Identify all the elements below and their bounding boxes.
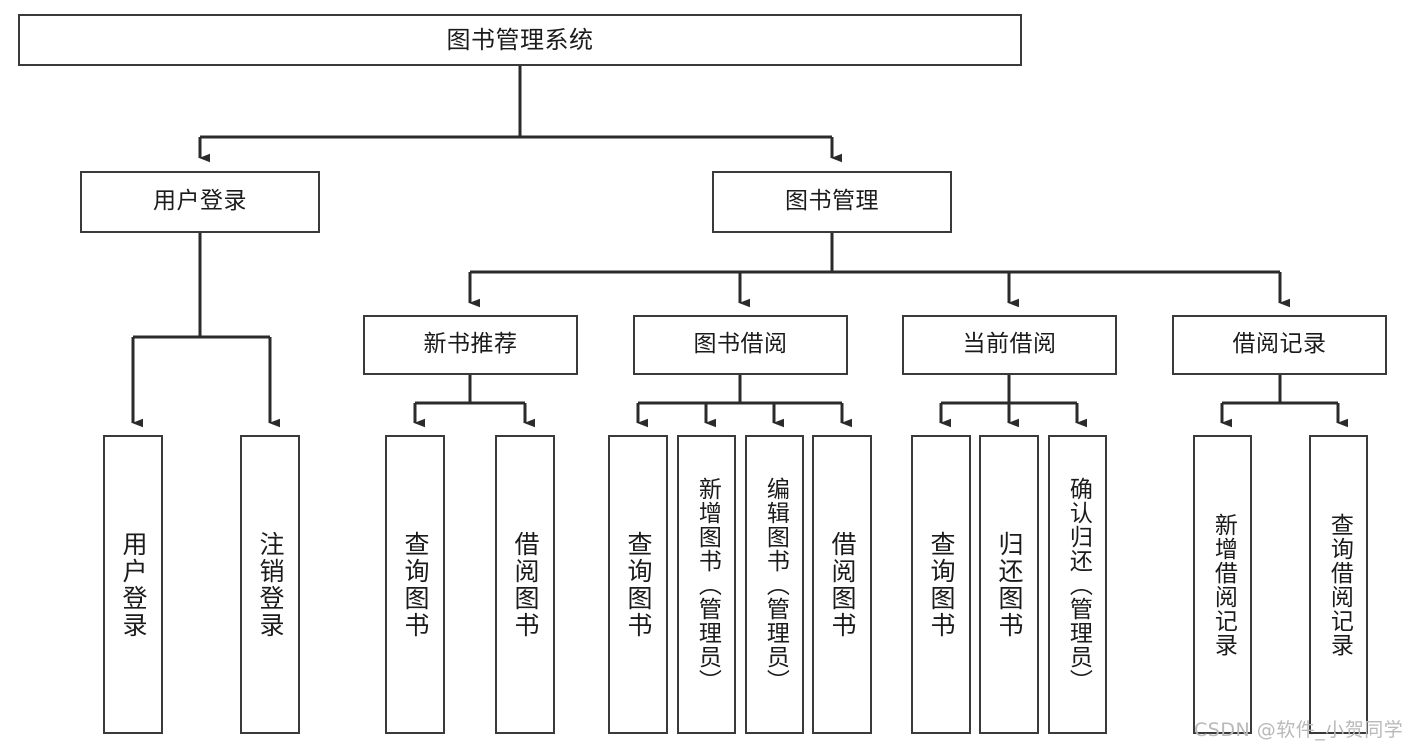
node-label: 图书管理系统 — [446, 25, 594, 54]
node-label: 归还图书 — [995, 530, 1024, 639]
node-label: 借阅图书 — [511, 530, 540, 639]
node-leaf-logout-login[interactable]: 注销登录 — [240, 435, 300, 734]
node-label: 图书借阅 — [693, 331, 788, 358]
node-label: 查询图书 — [401, 530, 430, 639]
node-leaf-add-book[interactable]: 新增图书（管理员） — [677, 435, 736, 734]
node-leaf-query-book-b[interactable]: 查询图书 — [608, 435, 668, 734]
node-leaf-borrow-book-b[interactable]: 借阅图书 — [812, 435, 872, 734]
node-label: 图书管理 — [785, 188, 879, 215]
node-book-management[interactable]: 图书管理 — [712, 171, 952, 233]
node-root-system[interactable]: 图书管理系统 — [18, 14, 1022, 66]
node-book-borrowing[interactable]: 图书借阅 — [633, 315, 848, 375]
node-leaf-edit-book[interactable]: 编辑图书（管理员） — [745, 435, 804, 734]
node-leaf-query-book-a[interactable]: 查询图书 — [385, 435, 445, 734]
node-label: 确认归还（管理员） — [1065, 476, 1092, 693]
node-label: 借阅记录 — [1232, 331, 1327, 358]
node-label: 新书推荐 — [423, 331, 518, 358]
node-user-login[interactable]: 用户登录 — [80, 171, 320, 233]
node-leaf-query-record[interactable]: 查询借阅记录 — [1309, 435, 1368, 734]
node-label: 借阅图书 — [828, 530, 857, 639]
node-label: 查询图书 — [927, 530, 956, 639]
node-new-book-recommendation[interactable]: 新书推荐 — [363, 315, 578, 375]
node-label: 编辑图书（管理员） — [762, 476, 789, 693]
node-label: 注销登录 — [256, 530, 285, 639]
node-borrowing-record[interactable]: 借阅记录 — [1172, 315, 1387, 375]
node-label: 查询图书 — [624, 530, 653, 639]
node-leaf-borrow-book-a[interactable]: 借阅图书 — [495, 435, 555, 734]
watermark-text: CSDN @软件_小贺同学 — [1194, 719, 1404, 741]
node-leaf-add-record[interactable]: 新增借阅记录 — [1193, 435, 1252, 734]
node-label: 用户登录 — [119, 530, 148, 639]
node-current-borrowing[interactable]: 当前借阅 — [902, 315, 1117, 375]
node-label: 新增借阅记录 — [1210, 512, 1237, 657]
node-leaf-user-login[interactable]: 用户登录 — [103, 435, 163, 734]
node-label: 用户登录 — [153, 188, 247, 215]
node-leaf-confirm-return[interactable]: 确认归还（管理员） — [1048, 435, 1107, 734]
node-leaf-query-book-c[interactable]: 查询图书 — [911, 435, 971, 734]
node-label: 新增图书（管理员） — [694, 476, 721, 693]
node-label: 当前借阅 — [962, 331, 1057, 358]
node-leaf-return-book[interactable]: 归还图书 — [979, 435, 1039, 734]
node-label: 查询借阅记录 — [1326, 512, 1353, 657]
